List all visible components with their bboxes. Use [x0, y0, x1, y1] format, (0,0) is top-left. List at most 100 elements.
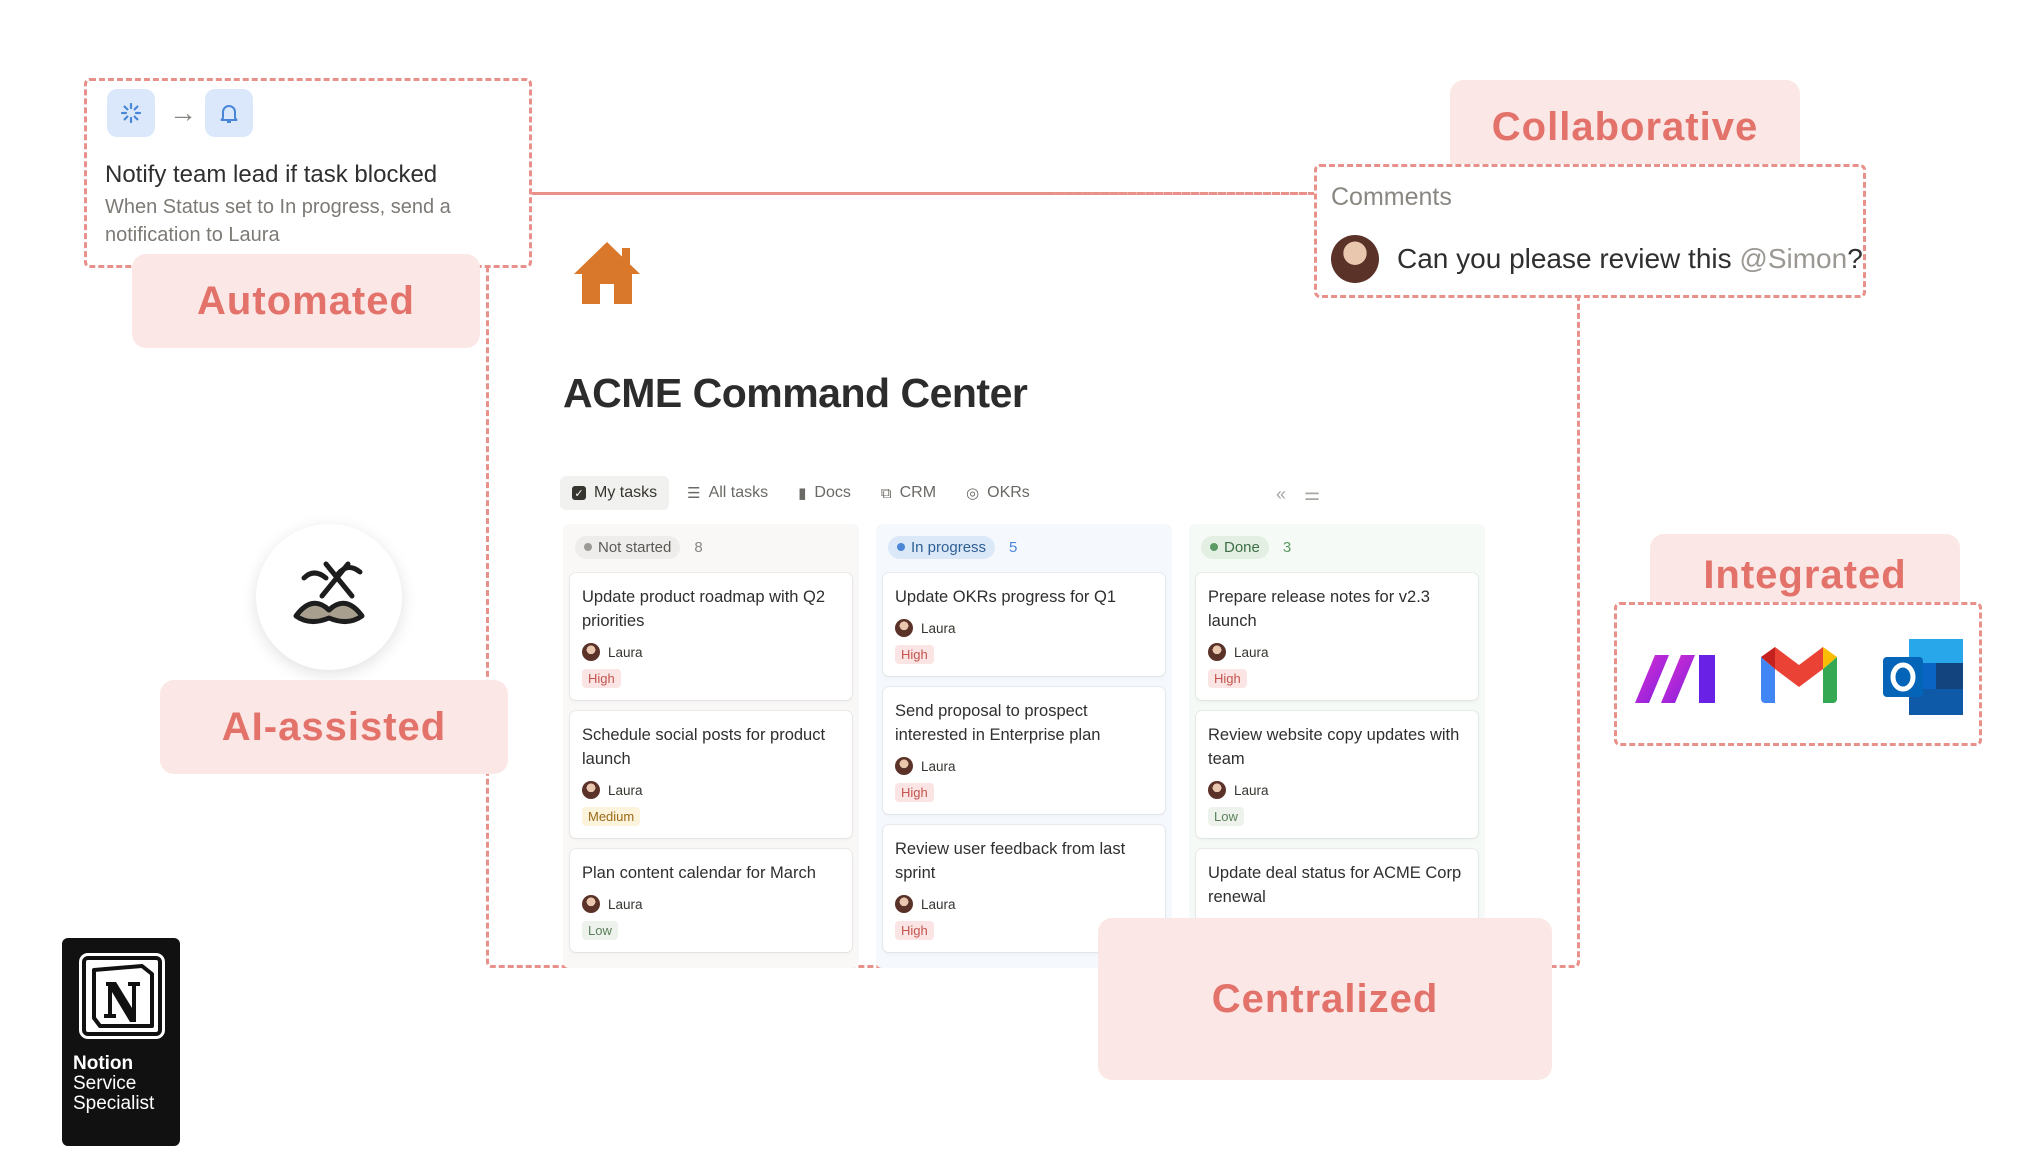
board-column-done: Done 3 Prepare release notes for v2.3 la… — [1189, 524, 1485, 968]
task-title: Review website copy updates with team — [1208, 726, 1460, 768]
priority-badge: Medium — [582, 807, 641, 826]
automation-card: → Notify team lead if task blocked When … — [84, 78, 532, 268]
automation-title: Notify team lead if task blocked — [105, 161, 438, 188]
task-card[interactable]: Update deal status for ACME Corp renewal — [1196, 849, 1478, 921]
checkbox-icon: ✓ — [572, 486, 586, 500]
doc-icon: ▮ — [798, 485, 807, 502]
column-count: 5 — [1009, 538, 1018, 556]
comment-body: Can you please review this — [1397, 243, 1740, 274]
outlook-logo-icon — [1883, 639, 1963, 715]
integrations-card — [1614, 602, 1982, 746]
status-dot — [584, 543, 592, 551]
avatar — [895, 757, 913, 775]
assignee-name: Laura — [921, 896, 956, 912]
task-title: Update OKRs progress for Q1 — [895, 588, 1117, 606]
bell-icon — [205, 89, 253, 137]
task-card[interactable]: Prepare release notes for v2.3 launch La… — [1196, 573, 1478, 700]
status-dot — [897, 543, 905, 551]
avatar — [895, 895, 913, 913]
column-header: Not started 8 — [570, 532, 852, 562]
priority-badge: High — [895, 921, 934, 940]
assignee-name: Laura — [921, 758, 956, 774]
tab-crm[interactable]: ⧉ CRM — [869, 476, 948, 510]
sparkle-loader-icon — [107, 89, 155, 137]
task-title: Prepare release notes for v2.3 launch — [1208, 588, 1430, 630]
notion-service-specialist-badge: Notion Service Specialist — [62, 938, 180, 1146]
notion-logo-icon — [82, 956, 162, 1036]
tab-docs[interactable]: ▮ Docs — [786, 476, 863, 510]
assignee-name: Laura — [1234, 644, 1269, 660]
label-collaborative: Collaborative — [1450, 80, 1800, 174]
comment-suffix: ? — [1847, 243, 1863, 274]
task-card[interactable]: Review website copy updates with team La… — [1196, 711, 1478, 838]
task-title: Review user feedback from last sprint — [895, 840, 1126, 882]
comments-label: Comments — [1331, 183, 1452, 211]
gmail-logo-icon — [1761, 647, 1837, 703]
assignee: Laura — [895, 619, 1153, 637]
assignee: Laura — [895, 757, 1153, 775]
target-icon: ◎ — [966, 485, 980, 502]
tab-label: My tasks — [594, 484, 658, 501]
avatar — [1208, 781, 1226, 799]
task-title: Send proposal to prospect interested in … — [895, 702, 1101, 744]
status-badge[interactable]: Done — [1201, 535, 1269, 559]
view-tools: « ⚌ — [1276, 484, 1320, 505]
task-card[interactable]: Update OKRs progress for Q1 Laura High — [883, 573, 1165, 676]
status-label: Not started — [598, 538, 672, 556]
assignee: Laura — [582, 781, 840, 799]
tab-all-tasks[interactable]: ☰ All tasks — [675, 476, 780, 510]
priority-badge: High — [1208, 669, 1247, 688]
badge-line: Service — [73, 1073, 137, 1094]
priority-badge: High — [582, 669, 621, 688]
priority-badge: Low — [1208, 807, 1244, 826]
automation-description: When Status set to In progress, send a n… — [105, 196, 451, 246]
badge-line: Specialist — [73, 1093, 155, 1114]
avatar — [1208, 643, 1226, 661]
comments-card: Comments Can you please review this @Sim… — [1314, 164, 1866, 298]
task-card[interactable]: Schedule social posts for product launch… — [570, 711, 852, 838]
status-label: Done — [1224, 538, 1260, 556]
status-label: In progress — [911, 538, 987, 556]
assignee: Laura — [1208, 781, 1466, 799]
assignee-name: Laura — [1234, 782, 1269, 798]
task-card[interactable]: Send proposal to prospect interested in … — [883, 687, 1165, 814]
badge-text: Notion Service Specialist — [73, 1054, 154, 1114]
avatar — [582, 643, 600, 661]
collapse-icon[interactable]: « — [1276, 484, 1287, 504]
avatar — [895, 619, 913, 637]
avatar — [582, 781, 600, 799]
assignee: Laura — [582, 643, 840, 661]
house-icon — [574, 242, 640, 304]
column-count: 3 — [1282, 538, 1292, 556]
status-badge[interactable]: Not started — [575, 535, 681, 559]
column-count: 8 — [694, 538, 703, 556]
page-title: ACME Command Center — [563, 370, 1028, 416]
comment-text: Can you please review this @Simon? — [1397, 243, 1863, 275]
label-ai-assisted: AI-assisted — [160, 680, 508, 774]
status-badge[interactable]: In progress — [888, 535, 996, 559]
mention-link[interactable]: @Simon — [1739, 243, 1848, 274]
assignee-name: Laura — [608, 782, 643, 798]
assignee-name: Laura — [921, 620, 956, 636]
tab-my-tasks[interactable]: ✓ My tasks — [560, 476, 670, 510]
assignee-name: Laura — [608, 644, 643, 660]
assignee: Laura — [895, 895, 1153, 913]
ai-mascot-icon — [256, 524, 402, 670]
avatar — [582, 895, 600, 913]
tab-okrs[interactable]: ◎ OKRs — [954, 476, 1042, 510]
tab-label: Docs — [814, 484, 851, 501]
board-column-not-started: Not started 8 Update product roadmap wit… — [563, 524, 859, 968]
connector-line — [532, 192, 1314, 195]
priority-badge: Low — [582, 921, 618, 940]
task-title: Update product roadmap with Q2 prioritie… — [582, 588, 826, 630]
avatar — [1331, 235, 1379, 283]
arrow-right-icon: → — [169, 97, 197, 128]
filter-settings-icon[interactable]: ⚌ — [1304, 484, 1321, 504]
column-header: Done 3 — [1196, 532, 1478, 562]
task-title: Update deal status for ACME Corp renewal — [1208, 864, 1462, 906]
task-card[interactable]: Update product roadmap with Q2 prioritie… — [570, 573, 852, 700]
column-header: In progress 5 — [883, 532, 1165, 562]
task-card[interactable]: Plan content calendar for March Laura Lo… — [570, 849, 852, 952]
assignee-name: Laura — [608, 896, 643, 912]
status-dot — [1210, 543, 1218, 551]
